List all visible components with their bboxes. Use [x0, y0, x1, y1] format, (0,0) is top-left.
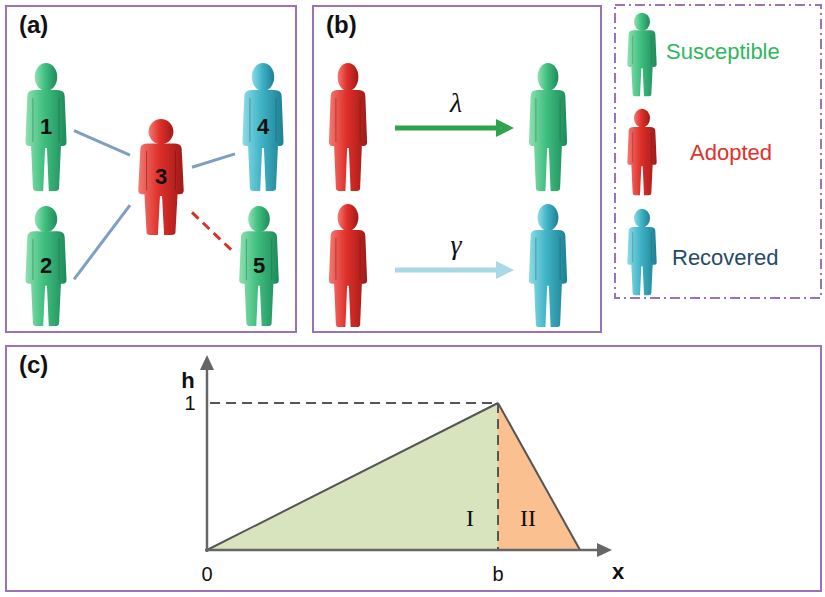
guide-line [210, 402, 498, 404]
recover-arrow [395, 268, 498, 273]
callout-number: 1 [40, 114, 52, 140]
callout-number: 5 [253, 253, 265, 279]
axis-head [200, 355, 214, 370]
person-figure: 2 [18, 205, 74, 327]
chart-label: 0 [201, 563, 212, 586]
legend-sample [627, 13, 656, 97]
person-shape [242, 63, 283, 191]
x-axis [205, 549, 600, 552]
region-one [207, 403, 498, 550]
callout-number: 4 [257, 114, 269, 140]
y-axis [206, 366, 209, 552]
chart-label: λ [450, 87, 462, 119]
recovered-person [529, 204, 567, 327]
panel-letter: (b) [326, 11, 357, 39]
panel-frame: (c) [5, 345, 822, 592]
person-shape [25, 63, 66, 191]
chart-label: h [181, 368, 194, 394]
arrow-head [496, 261, 514, 279]
chart-label: II [520, 505, 536, 532]
legend-text: Recovered [672, 245, 778, 271]
legend-box [615, 5, 821, 298]
rising-edge [207, 403, 498, 550]
panel-letter: (a) [19, 11, 48, 39]
person-shape [25, 206, 66, 326]
person-figure: 5 [232, 205, 286, 327]
panel-letter: (c) [19, 351, 48, 379]
susceptible-person [529, 63, 567, 191]
chart-label: I [466, 505, 474, 532]
panel-frame: (b) [312, 5, 602, 333]
contact-link [74, 205, 130, 279]
forget-arrow [395, 126, 498, 131]
adopted-person [329, 63, 367, 191]
chart-label: 1 [184, 392, 195, 415]
contact-link [192, 212, 232, 250]
chart-label: b [492, 563, 503, 586]
axis-head [597, 543, 612, 557]
person-figure: 1 [18, 62, 74, 192]
contact-link [192, 154, 235, 167]
panel-frame: (a) 1 2 3 4 5 [5, 5, 297, 333]
callout-number: 3 [155, 164, 167, 190]
person-figure: 3 [130, 118, 192, 236]
callout-number: 2 [40, 253, 52, 279]
legend-sample [627, 209, 656, 296]
person-figure: 4 [235, 62, 291, 192]
person-shape [239, 206, 279, 326]
chart-label: γ [450, 229, 461, 261]
guide-line [497, 403, 499, 550]
legend-text: Adopted [690, 140, 772, 166]
person-shape [138, 119, 183, 235]
chart-label: x [612, 559, 624, 585]
falling-edge [498, 403, 580, 550]
contact-link [74, 131, 130, 156]
arrow-head [496, 119, 514, 137]
legend-sample [627, 109, 656, 196]
legend-text: Susceptible [666, 39, 780, 65]
region-two [498, 403, 580, 550]
adopted-person [329, 204, 367, 327]
